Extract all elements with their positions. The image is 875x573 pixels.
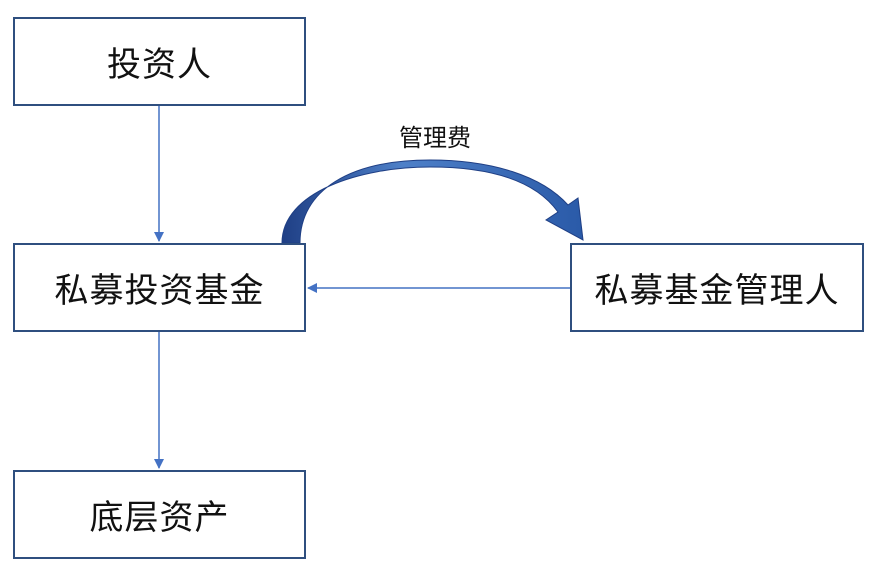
node-investor: 投资人: [13, 17, 306, 106]
node-fund-manager: 私募基金管理人: [570, 243, 864, 332]
node-private-fund: 私募投资基金: [13, 243, 306, 332]
node-fund-manager-label: 私募基金管理人: [594, 271, 840, 311]
node-investor-label: 投资人: [107, 45, 212, 85]
edge-label-management-fee: 管理费: [399, 124, 471, 152]
node-private-fund-label: 私募投资基金: [54, 271, 265, 311]
node-underlying-assets: 底层资产: [13, 470, 306, 559]
node-underlying-assets-label: 底层资产: [89, 498, 230, 538]
curved-arrow-management-fee: [281, 159, 584, 244]
